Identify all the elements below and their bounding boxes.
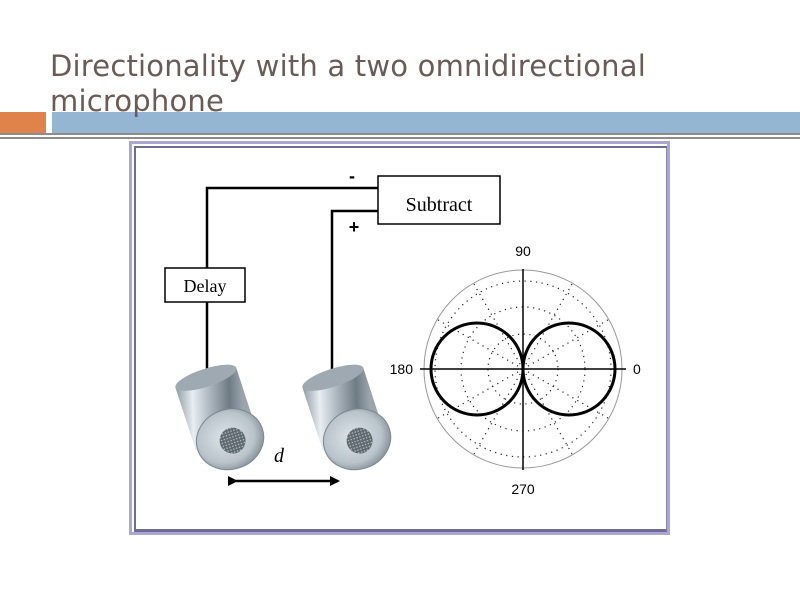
microphone-grille-icon <box>346 427 373 454</box>
wire-left-mic-to-subtract-minus <box>205 186 378 372</box>
delay-label: Delay <box>184 276 227 296</box>
slide-title-line-1: Directionality with a two omnidirectiona… <box>50 49 646 83</box>
angle-label-0: 0 <box>633 361 641 377</box>
right-microphone <box>302 364 392 471</box>
angle-label-90: 90 <box>515 243 531 259</box>
subtract-label: Subtract <box>406 194 473 216</box>
delay-block: Delay <box>164 267 246 303</box>
figure-eight-pattern <box>429 321 617 417</box>
slide-title-line-2: microphone <box>50 84 225 118</box>
polar-plot: 90 270 180 0 <box>390 243 641 497</box>
angle-label-270: 270 <box>511 481 535 497</box>
title-accent-orange-block <box>0 112 46 134</box>
angle-label-180: 180 <box>390 361 414 377</box>
distance-label: d <box>274 445 285 467</box>
title-accent-blue-bar <box>52 112 800 133</box>
wire-right-mic-to-subtract-plus <box>330 209 378 372</box>
left-microphone <box>175 364 265 471</box>
slide-title: Directionality with a two omnidirectiona… <box>50 49 770 119</box>
subtract-block: Subtract <box>377 175 501 225</box>
minus-sign: - <box>349 166 355 186</box>
signal-wires <box>205 186 378 372</box>
title-divider-line-top <box>0 133 800 135</box>
title-divider-line-bottom <box>0 137 800 139</box>
plus-sign: + <box>349 217 360 237</box>
microphone-grille-icon <box>219 427 246 454</box>
